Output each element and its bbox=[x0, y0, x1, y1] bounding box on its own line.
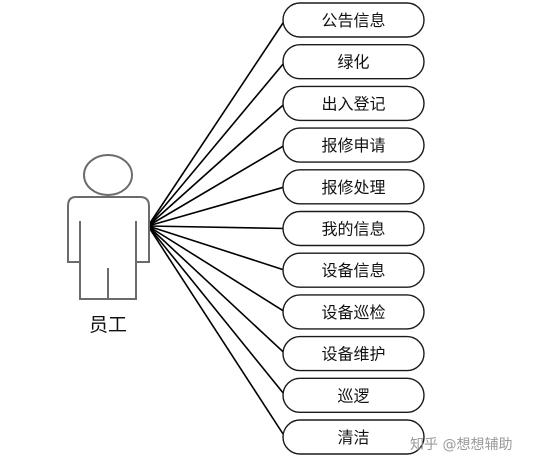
use-case: 设备维护 bbox=[282, 335, 425, 372]
use-case-label: 报修申请 bbox=[321, 136, 385, 155]
use-case: 巡逻 bbox=[282, 377, 425, 413]
use-case: 清洁 bbox=[282, 419, 425, 455]
association-lines bbox=[147, 19, 286, 438]
association-line bbox=[147, 225, 286, 438]
use-case-oval bbox=[282, 2, 425, 38]
use-case-oval bbox=[282, 252, 425, 288]
association-line bbox=[147, 102, 286, 227]
use-case-oval bbox=[282, 169, 425, 205]
use-case-oval bbox=[282, 335, 425, 372]
association-line bbox=[147, 61, 286, 227]
association-line bbox=[147, 186, 286, 227]
use-case-label: 公告信息 bbox=[321, 11, 385, 30]
use-case: 公告信息 bbox=[282, 2, 425, 38]
use-case-label: 报修处理 bbox=[321, 178, 385, 197]
use-case: 报修处理 bbox=[282, 169, 425, 205]
use-case-label: 设备巡检 bbox=[321, 303, 385, 322]
use-case: 报修申请 bbox=[282, 127, 425, 163]
use-case-label: 我的信息 bbox=[321, 220, 385, 239]
use-case: 设备信息 bbox=[282, 252, 425, 288]
actor-body bbox=[67, 196, 150, 300]
actor-figure bbox=[67, 154, 150, 300]
use-case: 设备巡检 bbox=[282, 294, 425, 330]
use-case: 绿化 bbox=[282, 44, 425, 80]
use-case-label: 设备维护 bbox=[321, 345, 385, 364]
use-case-oval bbox=[282, 294, 425, 330]
actor-head bbox=[83, 154, 133, 196]
association-line bbox=[147, 225, 286, 230]
use-case-oval bbox=[282, 419, 425, 455]
association-line bbox=[147, 225, 286, 355]
use-case: 出入登记 bbox=[282, 85, 425, 122]
use-case-label: 清洁 bbox=[337, 428, 369, 447]
use-case-oval bbox=[282, 44, 425, 80]
association-line bbox=[147, 225, 286, 313]
association-line bbox=[147, 144, 286, 227]
use-case-oval bbox=[282, 127, 425, 163]
association-line bbox=[147, 19, 286, 227]
use-case-oval bbox=[282, 210, 425, 247]
use-case-label: 绿化 bbox=[337, 53, 369, 72]
use-case-oval bbox=[282, 377, 425, 413]
use-case-label: 出入登记 bbox=[321, 94, 385, 113]
use-case-oval bbox=[282, 85, 425, 122]
association-line bbox=[147, 225, 286, 396]
use-case: 我的信息 bbox=[282, 210, 425, 247]
actor-label: 员工 bbox=[89, 314, 127, 336]
use-case-label: 设备信息 bbox=[321, 261, 385, 280]
association-line bbox=[147, 225, 286, 271]
watermark-text: 知乎 @想想辅助 bbox=[410, 436, 512, 453]
use-case-label: 巡逻 bbox=[337, 386, 369, 405]
